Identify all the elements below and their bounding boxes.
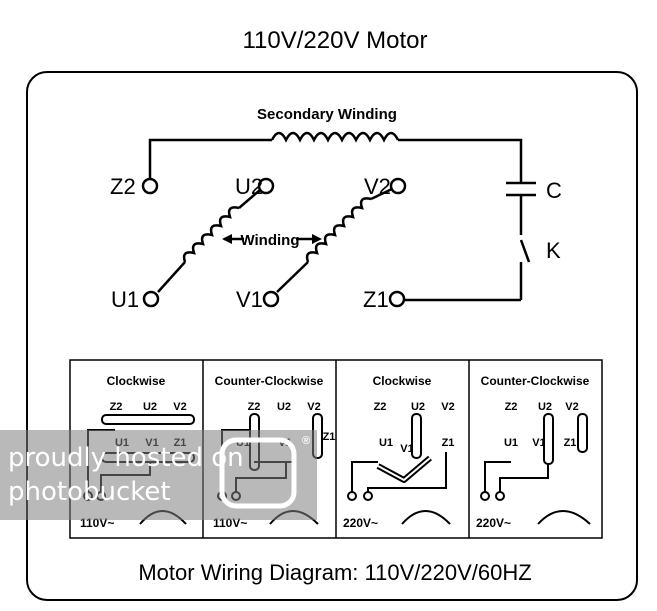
winding-label-bg	[244, 230, 296, 248]
panel-4: Counter-Clockwise Z2 U2 V2 U1 V1 Z1 220V…	[476, 374, 591, 530]
watermark-line-2: photobucket	[8, 477, 171, 507]
panel-4-v2: V2	[565, 401, 578, 413]
terminal-u2-label: U2	[235, 174, 263, 199]
diagram-title: 110V/220V Motor	[242, 27, 427, 54]
panel-1-v2: V2	[173, 401, 186, 413]
panel-3-z1: Z1	[442, 437, 455, 449]
terminal-v1-label: V1	[236, 287, 263, 312]
winding-v-coil	[305, 197, 372, 263]
panel-3-supply-b	[363, 491, 373, 501]
terminal-z2-circle	[141, 177, 159, 195]
panel-3-chevron-inner	[377, 457, 431, 481]
winding-arrowhead-left	[222, 234, 232, 244]
winding-arrowhead-right	[312, 234, 322, 244]
panel-2-direction: Counter-Clockwise	[215, 374, 324, 388]
terminal-z1-circle	[388, 290, 406, 308]
panel-1-z2: Z2	[110, 401, 123, 413]
panel-3-v2: V2	[441, 401, 454, 413]
outer-frame	[26, 71, 638, 601]
winding-u-lead-bottom	[157, 261, 186, 293]
secondary-winding-coil	[270, 131, 400, 143]
panel-1-link-top	[101, 414, 195, 425]
watermark: proudly hosted on photobucket ®	[0, 430, 317, 520]
panel-3: Clockwise Z2 U2 V2 U1 V1 Z1 220V~	[343, 374, 455, 530]
panel-4-z2: Z2	[505, 401, 518, 413]
terminal-u2-circle	[257, 177, 275, 195]
panel-4-u1: U1	[504, 437, 518, 449]
secondary-winding-wire-left	[148, 138, 272, 180]
switch-label: K	[546, 238, 561, 263]
secondary-winding-label: Secondary Winding	[257, 106, 397, 123]
panel-3-chevron-link	[376, 455, 432, 483]
motor-schematic	[148, 131, 536, 302]
panel-3-rotation-arc	[401, 510, 451, 525]
terminal-z1-label: Z1	[363, 287, 389, 312]
panel-3-leads	[351, 452, 447, 495]
panel-4-link-right	[577, 413, 588, 453]
switch-blade	[519, 239, 531, 263]
panel-4-rotation-arc	[537, 510, 591, 525]
panel-4-z1: Z1	[564, 437, 577, 449]
terminal-z2-label: Z2	[110, 174, 136, 199]
watermark-registered-mark: ®	[302, 435, 310, 447]
panel-4-link-middle	[543, 413, 554, 465]
winding-v-lead-bottom	[276, 261, 309, 293]
panel-4-direction: Counter-Clockwise	[481, 374, 590, 388]
capacitor-label: C	[546, 178, 562, 203]
panel-1-direction: Clockwise	[107, 374, 166, 388]
watermark-camera-icon	[219, 437, 297, 509]
panel-3-link-middle	[411, 413, 422, 459]
panel-3-v1: V1	[400, 443, 413, 455]
panel-4-voltage: 220V~	[476, 516, 511, 530]
panel-3-z2: Z2	[374, 401, 387, 413]
panel-3-voltage: 220V~	[343, 516, 378, 530]
panel-4-supply-a	[480, 491, 490, 501]
panel-3-u1: U1	[379, 437, 393, 449]
panel-2-z2: Z2	[248, 401, 261, 413]
panel-3-supply-a	[347, 491, 357, 501]
terminal-v2-label: V2	[364, 174, 391, 199]
watermark-line-1: proudly hosted on	[8, 443, 244, 473]
winding-u-coil	[182, 206, 240, 263]
panel-4-leads	[484, 461, 549, 495]
terminal-v2-circle	[389, 177, 407, 195]
diagram-footer: Motor Wiring Diagram: 110V/220V/60HZ	[138, 560, 531, 585]
panel-2-z1: Z1	[323, 431, 336, 443]
panel-3-u2: U2	[411, 401, 425, 413]
winding-v-lead-top	[370, 186, 395, 201]
winding-label: Winding	[240, 232, 299, 249]
panel-1-u2: U2	[143, 401, 157, 413]
terminal-u1-circle	[142, 290, 160, 308]
terminal-v1-circle	[262, 290, 280, 308]
panel-3-direction: Clockwise	[373, 374, 432, 388]
terminal-u1-label: U1	[111, 287, 139, 312]
panel-4-supply-b	[495, 491, 505, 501]
panel-2-u2: U2	[277, 401, 291, 413]
panel-2-v2: V2	[307, 401, 320, 413]
winding-u-lead-top	[238, 189, 261, 209]
panel-4-v1: V1	[532, 437, 545, 449]
panel-4-u2: U2	[538, 401, 552, 413]
secondary-winding-wire-right	[398, 138, 523, 183]
